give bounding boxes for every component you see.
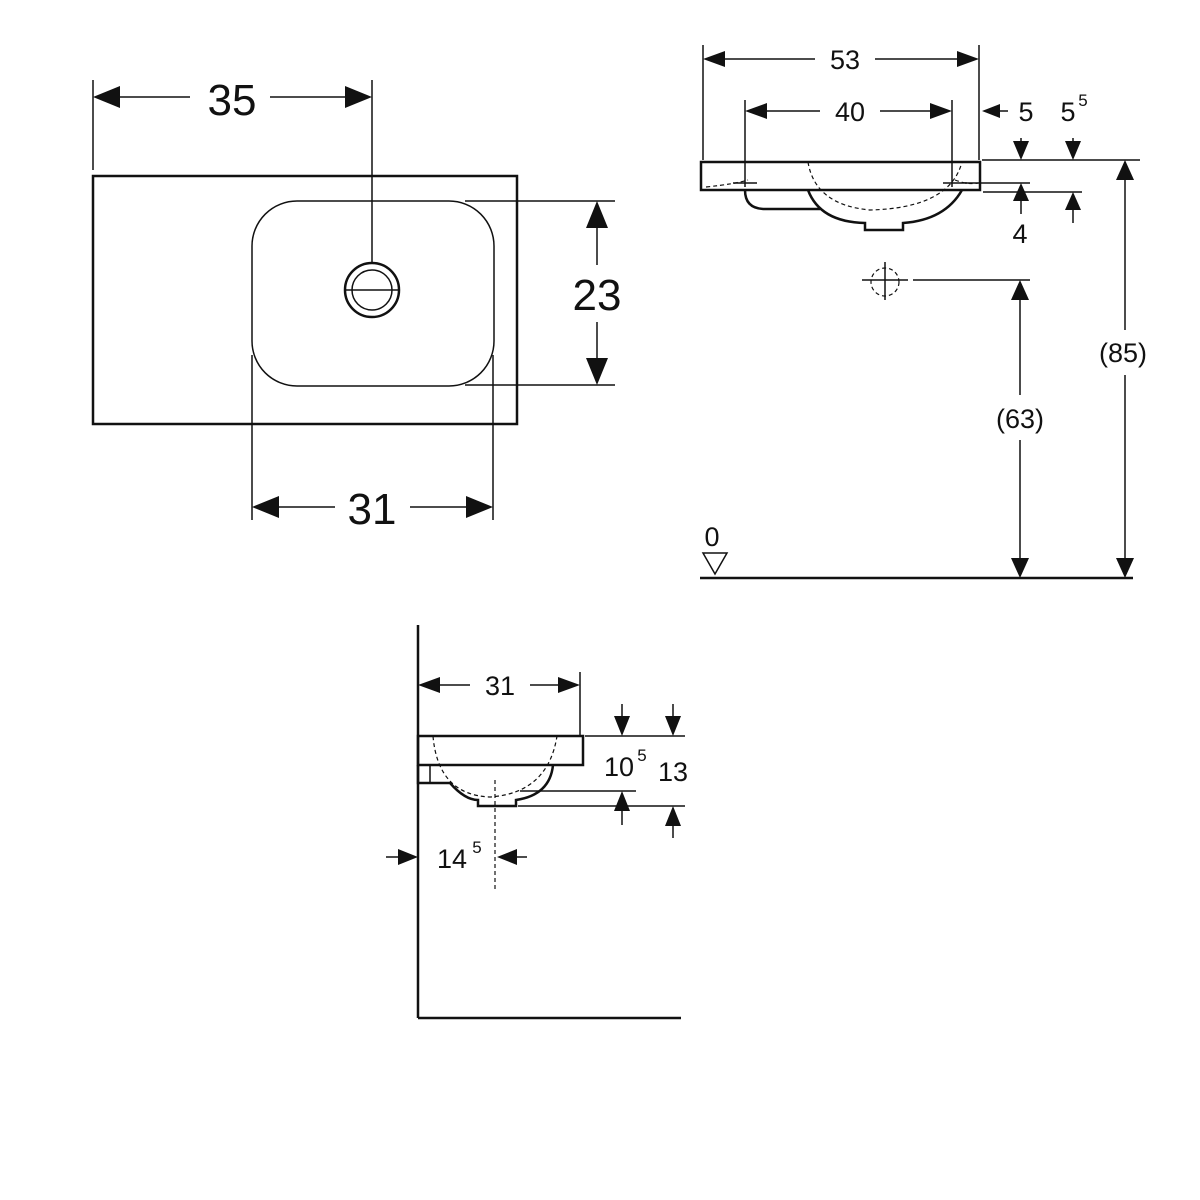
- arrow-icon: [665, 716, 681, 736]
- top-view: 35 23 31: [91, 76, 622, 534]
- arrow-icon: [957, 51, 979, 67]
- arrow-icon: [614, 716, 630, 736]
- dim-width-35: 35: [208, 76, 257, 125]
- dim-rim-height-85: (85): [1099, 338, 1147, 368]
- dim-drain-offset-14-5: 14: [437, 844, 467, 874]
- sink-slab: [416, 734, 585, 767]
- dim-width-53: 53: [830, 45, 860, 75]
- dim-depth-13: 13: [658, 757, 688, 787]
- sink-slab: [699, 160, 982, 192]
- dim-offset-5: 5: [1018, 97, 1033, 127]
- arrow-icon: [1116, 160, 1134, 180]
- arrow-icon: [745, 103, 767, 119]
- arrow-icon: [703, 51, 725, 67]
- arrow-icon: [497, 849, 517, 865]
- arrow-icon: [1065, 141, 1081, 160]
- arrow-icon: [1065, 192, 1081, 210]
- arrow-icon: [586, 201, 608, 228]
- arrow-icon: [930, 103, 952, 119]
- arrow-icon: [466, 496, 493, 518]
- basin-outline: [251, 200, 495, 387]
- dim-tap-spacing-40: 40: [835, 97, 865, 127]
- floor-level-label: 0: [704, 522, 719, 552]
- arrow-icon: [252, 496, 279, 518]
- sink-bowl: [806, 189, 964, 232]
- sink-bowl: [416, 764, 555, 808]
- countertop-outline: [91, 174, 519, 426]
- arrow-icon: [398, 849, 418, 865]
- dim-projection-31: 31: [485, 671, 515, 701]
- arrow-icon: [93, 86, 120, 108]
- arrow-icon: [665, 806, 681, 826]
- drain-icon: [343, 261, 401, 319]
- arrow-icon: [1116, 558, 1134, 578]
- front-view: 53 40 5 5 5 4 (63): [699, 45, 1147, 580]
- arrow-icon: [1013, 141, 1029, 160]
- dim-depth-10-5: 10: [604, 752, 634, 782]
- dim-drain-offset-superscript: 5: [472, 838, 481, 857]
- arrow-icon: [1013, 183, 1029, 201]
- arrow-icon: [558, 677, 580, 693]
- sink-body: [743, 189, 820, 211]
- arrow-icon: [345, 86, 372, 108]
- arrow-icon: [982, 104, 1000, 118]
- arrow-icon: [1011, 558, 1029, 578]
- arrow-icon: [418, 677, 440, 693]
- dim-basin-depth-23: 23: [573, 271, 622, 320]
- side-view: 31 10 5 13 14 5: [386, 625, 688, 1020]
- level-marker-icon: [701, 552, 729, 576]
- dim-offset-5-5: 5: [1060, 97, 1075, 127]
- arrow-icon: [586, 358, 608, 385]
- dim-offset-superscript: 5: [1078, 91, 1087, 110]
- drain-position-icon: [862, 262, 908, 300]
- dim-drain-height-63: (63): [996, 404, 1044, 434]
- arrow-icon: [1011, 280, 1029, 300]
- dim-basin-width-31: 31: [348, 485, 397, 534]
- arrow-icon: [614, 791, 630, 811]
- dim-depth-superscript: 5: [637, 746, 646, 765]
- dim-slab-4: 4: [1012, 219, 1027, 249]
